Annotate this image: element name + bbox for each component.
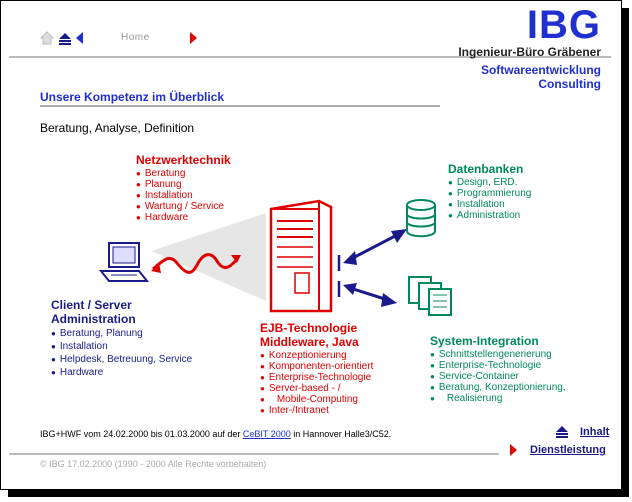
database-list: Design, ERD. Programmierung Installation… bbox=[448, 177, 531, 221]
nav-icons bbox=[39, 31, 83, 45]
list-item: Administration bbox=[448, 210, 531, 221]
page-frame: Home IBG Ingenieur-Büro Gräbener Softwar… bbox=[0, 0, 622, 490]
system-list: Schnittstellengenerierung Enterprise-Tec… bbox=[430, 349, 566, 404]
connection-beam bbox=[151, 213, 266, 301]
event-prefix: IBG+HWF vom 24.02.2000 bis 01.03.2000 au… bbox=[40, 429, 243, 439]
ibg-logo: IBG bbox=[526, 3, 601, 47]
list-item: Installation bbox=[136, 190, 231, 201]
client-server-section: Client / Server Administration Beratung,… bbox=[51, 298, 192, 379]
database-section: Datenbanken Design, ERD. Programmierung … bbox=[448, 162, 531, 221]
list-item: Design, ERD. bbox=[448, 177, 531, 188]
ejb-title-2: Middleware, Java bbox=[260, 335, 359, 349]
network-section: Netzwerktechnik Beratung Planung Install… bbox=[136, 153, 231, 223]
list-item: Beratung, Konzeptionierung, bbox=[430, 382, 566, 393]
top-divider bbox=[9, 56, 611, 58]
list-item: Komponenten-orientiert bbox=[260, 361, 374, 372]
forward-icon[interactable] bbox=[509, 443, 519, 457]
documents-icon bbox=[408, 276, 452, 316]
forward-icon[interactable] bbox=[189, 31, 199, 45]
list-item: Hardware bbox=[136, 212, 231, 223]
laptop-icon bbox=[98, 242, 150, 282]
company-name: Ingenieur-Büro Gräbener bbox=[458, 45, 601, 59]
arrow-to-database bbox=[337, 229, 407, 271]
list-item: Planung bbox=[136, 179, 231, 190]
list-item: Server-based - / bbox=[260, 383, 373, 394]
network-title: Netzwerktechnik bbox=[136, 153, 231, 167]
system-section: System-Integration Schnittstellengenerie… bbox=[430, 334, 566, 404]
list-item: Enterprise-Technologie bbox=[260, 372, 373, 383]
ejb-section: EJB-Technologie Middleware, Java Konzept… bbox=[260, 321, 373, 416]
ejb-title-1: EJB-Technologie bbox=[260, 321, 358, 335]
event-suffix: in Hannover Halle3/C52. bbox=[290, 429, 392, 439]
page-title: Unsere Kompetenz im Überblick bbox=[40, 90, 225, 104]
list-item-continuation: Mobile-Computing bbox=[276, 394, 358, 405]
network-list: Beratung Planung Installation Wartung / … bbox=[136, 168, 231, 223]
client-title-1: Client / Server bbox=[51, 298, 132, 312]
back-icon[interactable] bbox=[76, 32, 83, 44]
tagline-software: Softwareentwicklung bbox=[480, 63, 601, 77]
arrow-to-system bbox=[337, 281, 397, 307]
list-item: Helpdesk, Betreuung, Service bbox=[51, 353, 192, 366]
copyright: © IBG 17.02.2000 (1990 - 2000 Alle Recht… bbox=[40, 459, 267, 469]
list-item: Konzeptionierung bbox=[260, 350, 373, 361]
database-icon bbox=[406, 199, 436, 238]
zigzag-arrow bbox=[151, 253, 241, 274]
list-item: Realisierung bbox=[430, 393, 566, 404]
nav-home-label[interactable]: Home bbox=[121, 32, 150, 43]
tagline-consulting: Consulting bbox=[538, 77, 601, 91]
diagram-graphics bbox=[98, 199, 452, 316]
inhalt-link[interactable]: Inhalt bbox=[580, 426, 610, 438]
list-item: Installation bbox=[448, 199, 531, 210]
list-item: Programmierung bbox=[448, 188, 531, 199]
list-item: Inter-/Intranet bbox=[260, 405, 373, 416]
dienstleistung-link[interactable]: Dienstleistung bbox=[530, 444, 606, 456]
client-list: Beratung, Planung Installation Helpdesk,… bbox=[51, 327, 192, 379]
client-title-2: Administration bbox=[51, 312, 136, 326]
list-item: Installation bbox=[51, 340, 192, 353]
title-underline bbox=[40, 105, 440, 107]
list-item: Beratung bbox=[136, 168, 231, 179]
list-item: Schnittstellengenerierung bbox=[430, 349, 566, 360]
list-item: Enterprise-Technologie bbox=[430, 360, 566, 371]
list-item: Mobile-Computing bbox=[260, 394, 373, 405]
list-item: Beratung, Planung bbox=[51, 327, 192, 340]
database-title: Datenbanken bbox=[448, 162, 524, 176]
home-icon[interactable] bbox=[39, 31, 55, 45]
list-item-continuation: Realisierung bbox=[446, 393, 503, 404]
cebit-link[interactable]: CeBIT 2000 bbox=[242, 429, 291, 439]
ejb-list: Konzeptionierung Komponenten-orientiert … bbox=[260, 350, 374, 416]
list-item: Hardware bbox=[51, 366, 192, 379]
page-subtitle: Beratung, Analyse, Definition bbox=[40, 121, 195, 135]
system-title: System-Integration bbox=[430, 334, 539, 348]
list-item: Wartung / Service bbox=[136, 201, 231, 212]
up-icon[interactable] bbox=[554, 425, 570, 439]
list-item: Service-Container bbox=[430, 371, 566, 382]
event-notice: IBG+HWF vom 24.02.2000 bis 01.03.2000 au… bbox=[40, 429, 391, 439]
server-icon bbox=[269, 199, 333, 313]
bottom-divider bbox=[9, 453, 499, 455]
up-icon[interactable] bbox=[59, 33, 71, 45]
